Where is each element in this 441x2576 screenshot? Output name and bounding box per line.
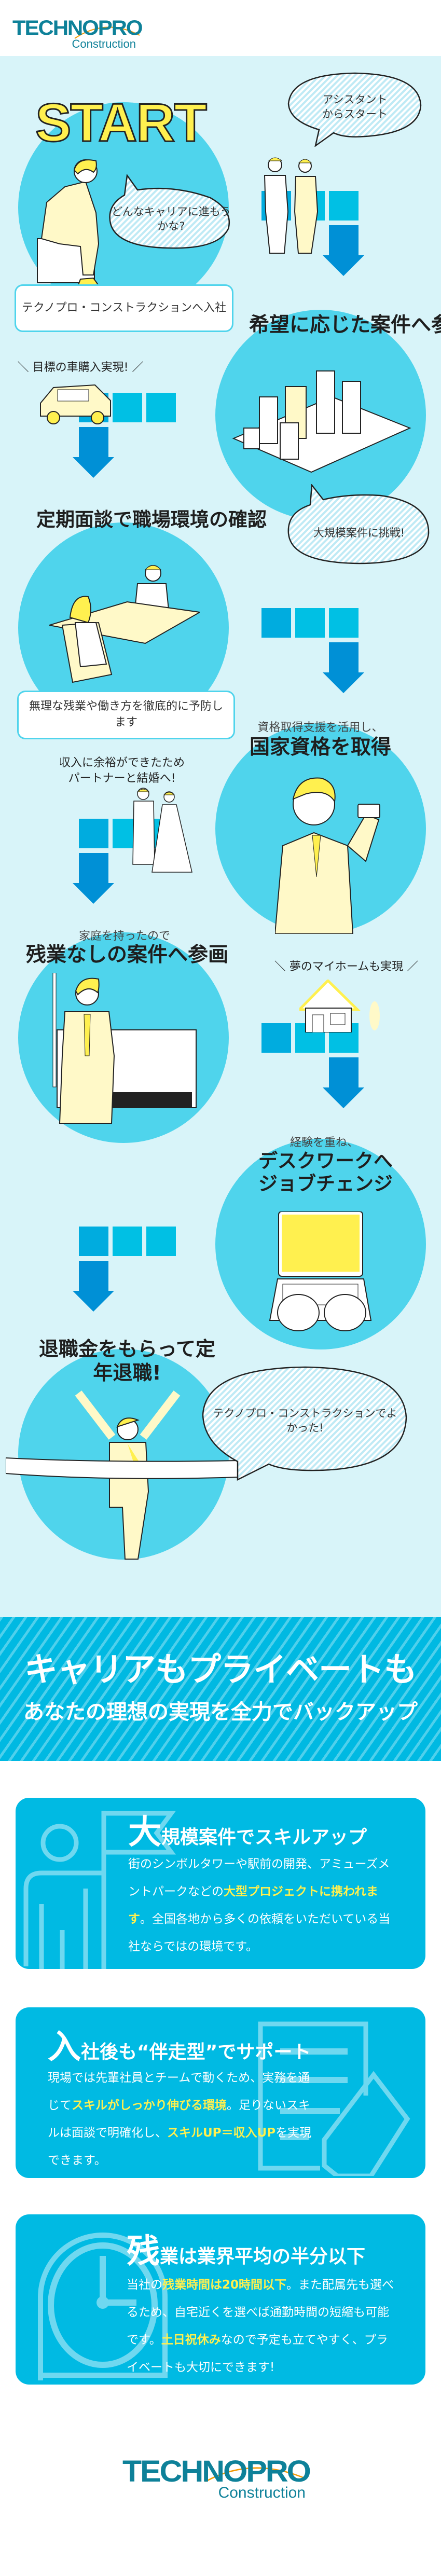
feature-card-skillup: 大規模案件でスキルアップ 街のシンボルタワーや駅前の開発、アミューズメントパーク… [16,1798,425,1969]
title-initial: 残 [127,2233,160,2271]
flow-arrow [261,608,364,693]
bubble-text: テクノプロ・コンストラクションでよかった! [213,1407,397,1435]
city-illustration [232,370,411,473]
flow-arrow [261,1023,364,1108]
step-title: 退職金をもらって定年退職! [38,1338,216,1384]
arrow-down-icon [73,1291,114,1312]
body-highlight: 土日祝休み [161,2333,221,2347]
card-body: 当社の残業時間は20時間以下。また配属先も選べるため、自宅近くを選べば通勤時間の… [127,2271,399,2381]
arrow-down-icon [73,457,114,478]
milestone-label: 収入に余裕ができたためパートナーと結婚へ! [59,756,185,785]
card-body: 現場では先輩社員とチームで動くため、実務を通じてスキルがしっかり伸びる環境。足り… [48,2064,320,2174]
start-info-box: テクノプロ・コンストラクションへ入社 [15,284,233,332]
bubble-text: 大規模案件に挑戦! [313,527,405,539]
body-text: を実現できます。 [48,2126,312,2167]
body-text: 街のシンボルタワーや駅前の開発、アミューズメントパークなどの [128,1857,390,1898]
body-text: 現場では先輩社員とチームで動くため、実務を通じて [48,2071,310,2112]
feature-card-overtime: 残業は業界平均の半分以下 当社の残業時間は20時間以下。また配属先も選べるため、… [16,2214,425,2385]
handshake-illustration [264,157,319,254]
flow-arrow [73,1227,176,1312]
laptop-illustration [269,1211,372,1331]
wedding-illustration [132,788,192,873]
policy-info-box: 無理な残業や働き方を徹底的に予防します [17,691,235,739]
arrow-down-icon [323,1087,364,1108]
certified-man-illustration [275,777,380,934]
step-title: 残業なしの案件へ参画 [25,943,228,967]
step-title: デスクワークへジョブチェンジ [258,1150,393,1195]
body-text: 。全国各地から多くの依頼をいただいている当社ならではの環境です。 [128,1912,391,1953]
step-title: 国家資格を取得 [249,736,391,759]
clock-icon [38,2233,168,2380]
speech-bubble: 大規模案件に挑戦! [287,484,431,566]
arrow-down-icon [73,883,114,904]
body-text: 当社の [127,2278,162,2292]
bubble-text: どんなキャリアに進もうかな? [111,205,231,233]
arrow-down-icon [323,672,364,693]
document-pen-icon [258,2021,410,2176]
title-initial: 入 [48,2028,81,2067]
speech-bubble: テクノプロ・コンストラクションでよかった! [201,1366,409,1482]
logo-main-text: TECHNOPRO [122,2455,311,2488]
body-text: 。足りないスキルは面談で明確化し、 [48,2099,310,2140]
title-initial: 大 [128,1813,161,1852]
card-title: 大規模案件でスキルアップ [128,1806,367,1853]
card-title: 残業は業界平均の半分以下 [127,2225,365,2272]
arrow-down-icon [323,255,364,276]
title-rest: 業は業界平均の半分以下 [160,2246,366,2267]
title-rest: 社後も“伴走型”でサポート [81,2042,311,2063]
thought-bubble: どんなキャリアに進もうかな? [106,174,236,251]
step-title: 希望に応じた案件へ参画 [249,313,441,337]
body-highlight: 残業時間は20時間以下 [162,2278,287,2292]
card-body: 街のシンボルタワーや駅前の開発、アミューズメントパークなどの大型プロジェクトに携… [128,1851,398,1961]
footer-logo[interactable]: TECHNOPRO Construction [122,2454,312,2501]
logo-arc-icon [205,2467,307,2483]
train-commute-illustration [52,973,197,1124]
car-illustration [40,384,111,424]
house-illustration [299,980,380,1032]
logo-sub-text: Construction [72,37,136,50]
speech-bubble: アシスタントからスタート [287,72,423,147]
step-title: 定期面談で職場環境の確認 [36,508,267,531]
banner-subheadline: あなたの理想の実現を全力でバックアップ [23,1700,418,1724]
logo-sub-text: Construction [218,2484,306,2501]
step-subtitle: 家庭を持ったので [78,930,170,943]
feature-card-support: 入社後も“伴走型”でサポート 現場では先輩社員とチームで動くため、実務を通じてス… [16,2007,425,2178]
person-flag-icon [23,1811,176,1969]
title-rest: 規模案件でスキルアップ [161,1827,367,1848]
card-title: 入社後も“伴走型”でサポート [48,2020,311,2068]
logo-main-text: TECHNOPRO [12,17,143,39]
body-text: なので予定も立てやすく、プライベートも大切にできます! [127,2333,388,2374]
milestone-label: ＼ 夢のマイホームも実現 ／ [274,960,419,973]
label-text: 目標の車購入実現! [32,361,129,374]
label-text: 夢のマイホームも実現 [289,960,404,973]
bubble-text: アシスタントからスタート [322,93,388,121]
header-logo[interactable]: TECHNOPRO Construction [12,17,143,53]
logo-arc-icon [74,26,140,39]
step-subtitle: 資格取得支援を活用し、 [257,721,383,734]
step-subtitle: 経験を重ね、 [290,1136,359,1149]
banner-headline: キャリアもプライベートも [24,1651,417,1689]
milestone-label: ＼ 目標の車購入実現! ／ [17,361,144,374]
tagline-banner: キャリアもプライベートも あなたの理想の実現を全力でバックアップ [0,1617,441,1761]
finish-line-illustration [6,1390,241,1560]
body-highlight: スキルUP＝収入UP [167,2126,276,2140]
body-highlight: 大型プロジェクトに携われます [128,1885,378,1926]
meeting-illustration [49,565,200,683]
body-text: 。また配属先も選べるため、自宅近くを選べば通勤時間の短縮も可能です。 [127,2278,394,2347]
start-heading: START [35,92,208,154]
body-highlight: スキルがしっかり伸びる環境 [72,2099,227,2112]
